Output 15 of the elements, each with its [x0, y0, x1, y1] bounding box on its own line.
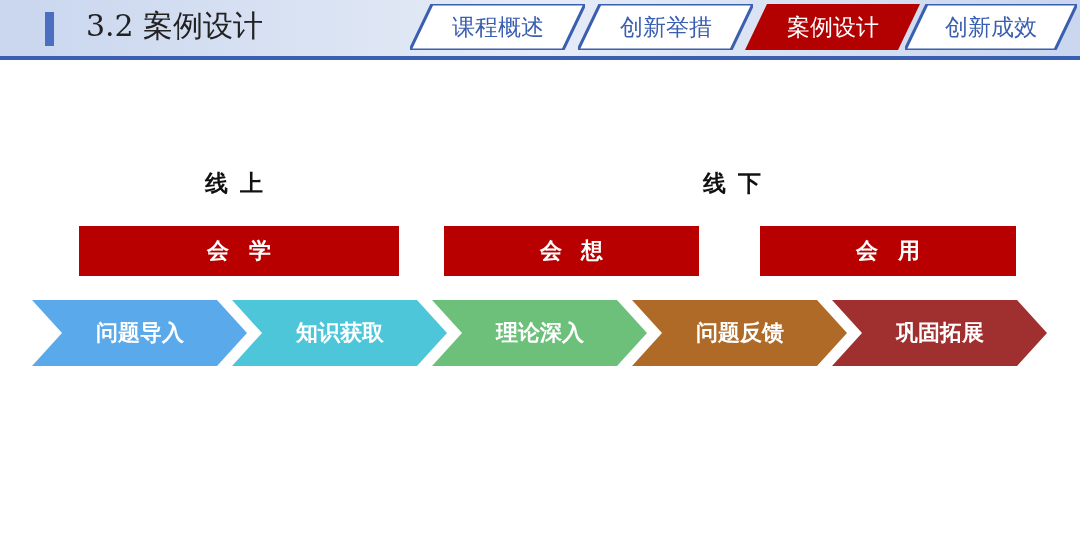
- slide-title: 3.2 案例设计: [86, 7, 264, 45]
- chevron-step: 巩固拓展: [832, 300, 1047, 366]
- nav-tab: 创新成效: [905, 4, 1077, 50]
- label-bar: 会想: [444, 226, 699, 276]
- label-bar: 会用: [760, 226, 1016, 276]
- stage-heading: 线下: [703, 169, 772, 198]
- active-nav-tab: 案例设计: [745, 4, 920, 50]
- nav-tab: 课程概述: [410, 4, 585, 50]
- nav-tab: 创新举措: [578, 4, 753, 50]
- stage-heading: 线上: [205, 169, 274, 198]
- label-bar: 会学: [79, 226, 399, 276]
- chevron-step: 问题导入: [32, 300, 247, 366]
- chevron-step: 理论深入: [432, 300, 647, 366]
- chevron-step: 知识获取: [232, 300, 447, 366]
- chevron-step: 问题反馈: [632, 300, 847, 366]
